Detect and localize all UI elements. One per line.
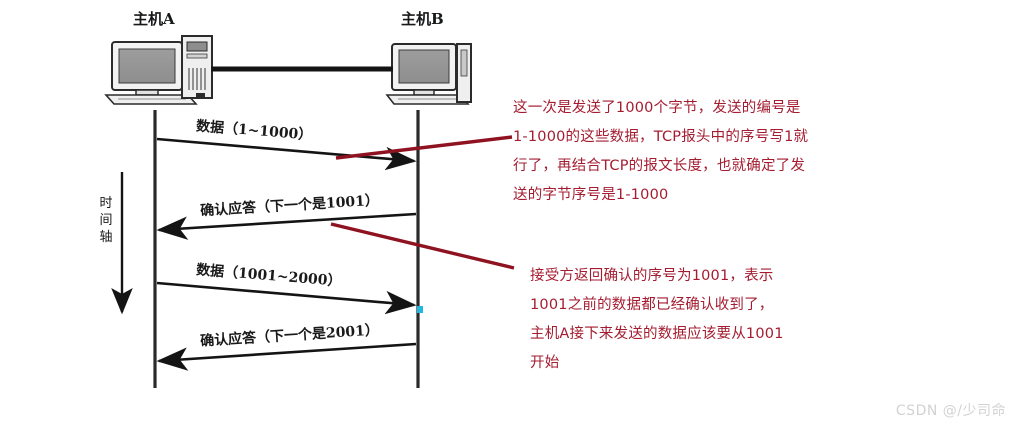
annotation-block-ack-segment: 接受方返回确认的序号为1001，表示 1001之前的数据都已经确认收到了， 主机… bbox=[530, 262, 784, 378]
annotation-line: 主机A接下来发送的数据应该要从1001 bbox=[530, 326, 784, 342]
annotation-line: 1001之前的数据都已经确认收到了， bbox=[530, 297, 774, 313]
annotation-leader-line-1 bbox=[335, 135, 513, 160]
watermark: CSDN @/少司命 bbox=[895, 403, 1006, 419]
cursor-marker bbox=[417, 306, 423, 313]
message-arrow-data-1 bbox=[156, 137, 417, 171]
annotation-block-data-segment: 这一次是发送了1000个字节，发送的编号是 1-1000的这些数据，TCP报头中… bbox=[513, 94, 808, 210]
annotation-line: 这一次是发送了1000个字节，发送的编号是 bbox=[513, 100, 801, 116]
time-axis-label: 时间轴 bbox=[99, 196, 113, 245]
message-arrow-ack-1 bbox=[156, 212, 417, 240]
annotation-line: 1-1000的这些数据，TCP报头中的序号写1就 bbox=[513, 129, 809, 145]
host-b-computer-icon bbox=[385, 43, 472, 105]
host-a-label: 主机A bbox=[133, 10, 175, 28]
annotation-leader-line-2 bbox=[330, 222, 515, 270]
host-b-label: 主机B bbox=[401, 10, 444, 28]
annotation-line: 行了，再结合TCP的报文长度，也就确定了发 bbox=[513, 158, 806, 174]
host-a-computer-icon bbox=[104, 35, 213, 105]
annotation-line: 送的字节序号是1-1000 bbox=[513, 187, 669, 203]
annotation-line: 开始 bbox=[530, 355, 560, 371]
message-arrow-ack-2 bbox=[156, 342, 417, 371]
message-arrow-data-2 bbox=[156, 281, 417, 315]
annotation-line: 接受方返回确认的序号为1001，表示 bbox=[530, 268, 774, 284]
